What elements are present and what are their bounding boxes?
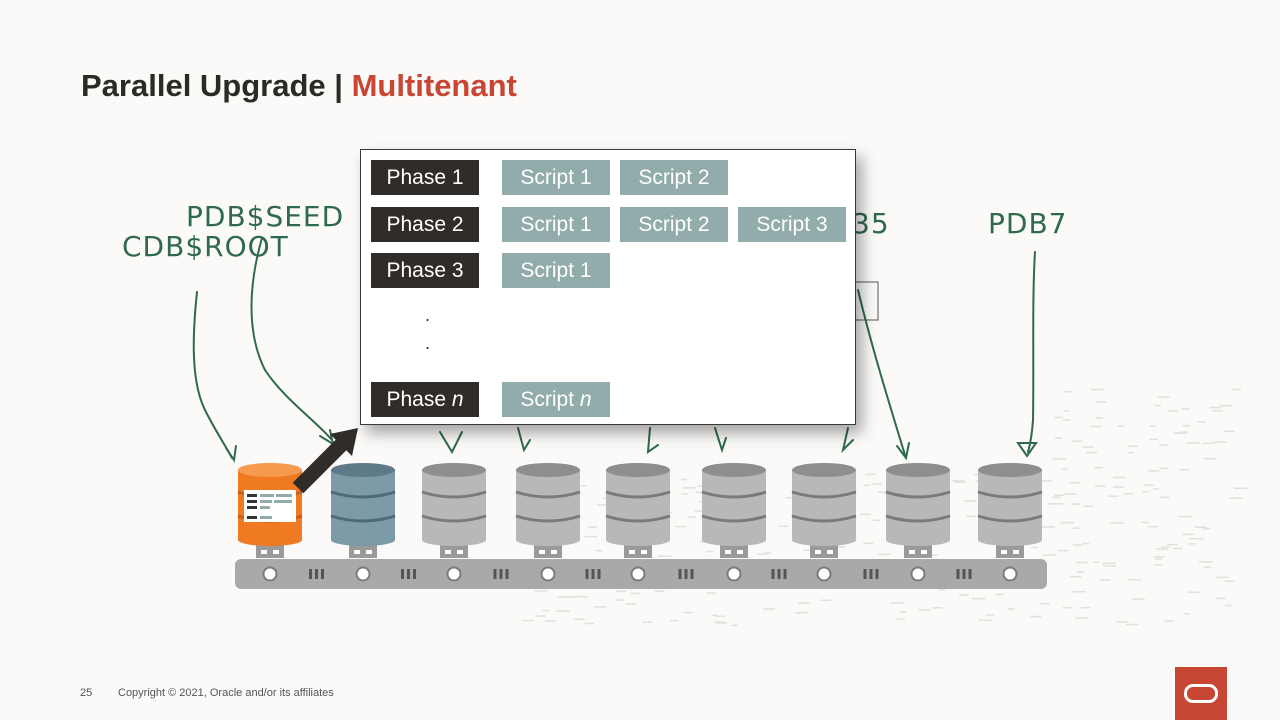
phase-n-label: Phase n	[371, 382, 479, 417]
phase-1-script-1: Script 1	[502, 160, 610, 195]
oracle-ring-icon	[1184, 684, 1218, 703]
belt-vent	[493, 569, 497, 579]
belt-vent	[690, 569, 694, 579]
belt-vent	[962, 569, 966, 579]
belt-roller	[910, 566, 926, 582]
belt-roller	[540, 566, 556, 582]
db-pdb-5	[791, 463, 857, 558]
db-cdb-root	[237, 463, 303, 558]
phase-3-label: Phase 3	[371, 253, 479, 288]
belt-roller	[816, 566, 832, 582]
db-pdb-4	[701, 463, 767, 558]
belt-roller	[726, 566, 742, 582]
arrow-pdb5-head	[841, 427, 854, 454]
belt-vent	[499, 569, 503, 579]
belt-roller	[446, 566, 462, 582]
phase-3-script-1: Script 1	[502, 253, 610, 288]
copyright: Copyright © 2021, Oracle and/or its affi…	[118, 687, 334, 699]
title-main: Parallel Upgrade |	[81, 68, 352, 103]
phase-2-script-3: Script 3	[738, 207, 846, 242]
db-pdb-3	[605, 463, 671, 558]
belt-vent	[863, 569, 867, 579]
belt-roller	[355, 566, 371, 582]
arrow-pdb6	[857, 289, 906, 456]
ellipsis-dot-1: .	[425, 305, 431, 325]
belt-vent	[684, 569, 688, 579]
arrow-pdb4-head	[714, 427, 727, 454]
arrow-pdb7-head	[1016, 442, 1038, 458]
phase-2-script-1: Script 1	[502, 207, 610, 242]
belt-vent	[505, 569, 509, 579]
label-cdb-root: CDB$ROOT	[122, 230, 289, 263]
arrow-seed-head	[319, 429, 335, 447]
db-pdb-6	[885, 463, 951, 558]
label-pdb-partial: 35	[852, 207, 890, 240]
arrow-root-head	[225, 445, 237, 463]
belt-vent	[777, 569, 781, 579]
belt-vent	[321, 569, 324, 579]
belt-vent	[597, 569, 601, 579]
phase-1-script-2: Script 2	[620, 160, 728, 195]
belt-vent	[315, 569, 318, 579]
belt-vent	[783, 569, 787, 579]
arrow-pdb3-head	[646, 427, 659, 455]
db-pdb-2	[515, 463, 581, 558]
phase-n-script: Script n	[502, 382, 610, 417]
belt-vent	[413, 569, 416, 579]
upgrade-arrow	[292, 428, 358, 494]
belt-vent	[869, 569, 873, 579]
db-pdb-7	[977, 463, 1043, 558]
belt-vent	[771, 569, 775, 579]
ellipsis-dot-2: .	[425, 333, 431, 353]
database-row	[237, 463, 1043, 558]
label-pdb-seed: PDB$SEED	[186, 200, 345, 233]
phase-1-label: Phase 1	[371, 160, 479, 195]
phase-popup: Phase 1 Script 1 Script 2 Phase 2 Script…	[360, 149, 856, 425]
hidden-box	[854, 281, 879, 321]
oracle-logo	[1175, 667, 1227, 720]
belt-vent	[585, 569, 589, 579]
slide-title: Parallel Upgrade | Multitenant	[81, 68, 517, 104]
page-number: 25	[80, 687, 93, 699]
arrow-pdb6-head	[896, 442, 910, 461]
phase-2-label: Phase 2	[371, 207, 479, 242]
arrow-seed	[250, 237, 333, 441]
belt-roller	[1002, 566, 1018, 582]
db-pdb-seed	[330, 463, 396, 558]
arrow-pdb1-head	[439, 431, 463, 455]
belt-vent	[875, 569, 879, 579]
arrow-pdb7	[1027, 251, 1036, 453]
belt-vent	[407, 569, 410, 579]
title-accent: Multitenant	[351, 68, 517, 103]
arrow-pdb2-head	[517, 427, 531, 453]
db-pdb-1	[421, 463, 487, 558]
phase-2-script-2: Script 2	[620, 207, 728, 242]
belt-details	[262, 566, 1018, 582]
label-pdb7: PDB7	[988, 207, 1068, 240]
belt-vent	[401, 569, 404, 579]
belt-roller	[630, 566, 646, 582]
belt-roller	[262, 566, 278, 582]
belt-vent	[591, 569, 595, 579]
belt-vent	[968, 569, 972, 579]
belt-vent	[309, 569, 312, 579]
arrow-root	[192, 291, 233, 459]
belt-vent	[956, 569, 960, 579]
belt-vent	[678, 569, 682, 579]
